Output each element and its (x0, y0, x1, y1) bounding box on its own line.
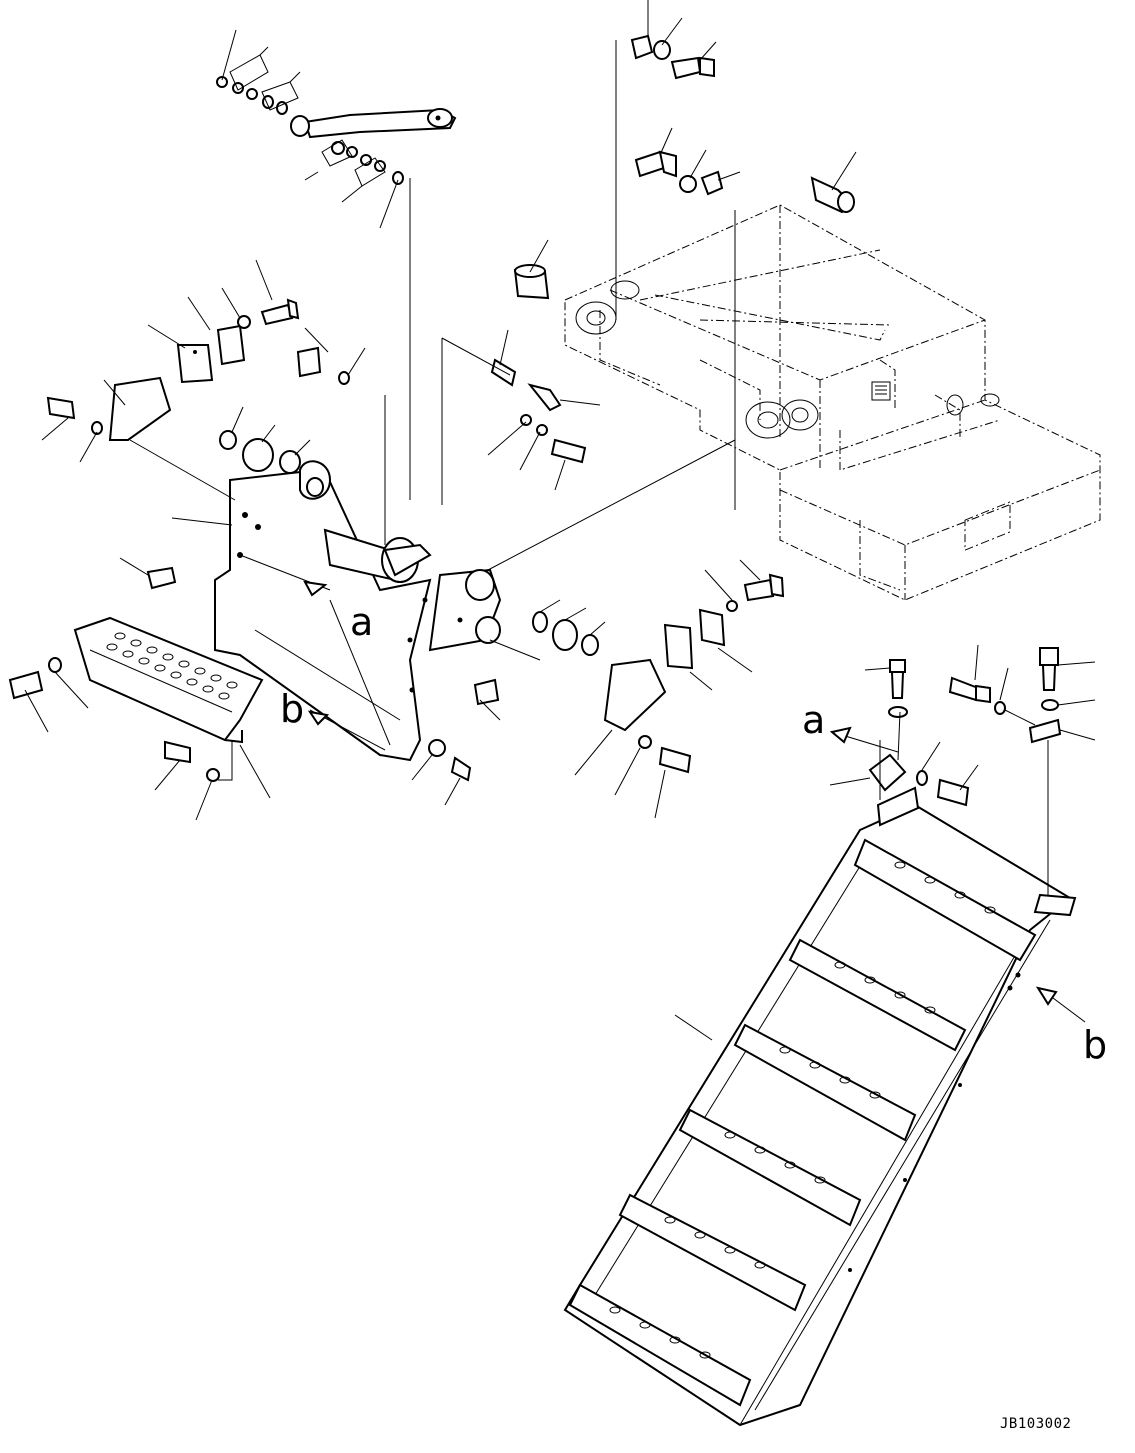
view-label-a-left: a (350, 600, 373, 644)
stair-assembly (563, 786, 1077, 1427)
left-step-holes (106, 632, 238, 700)
stair-holes (609, 861, 996, 1359)
right-bracket-parts (411, 559, 785, 819)
stair-bolts (829, 644, 1096, 1023)
view-label-a-right: a (802, 698, 825, 742)
drawing-code: JB103002 (1000, 1416, 1071, 1432)
top-right-bolts (513, 0, 857, 510)
arrows-left (239, 554, 391, 751)
leader-lines-top (221, 29, 411, 500)
view-label-b-right: b (1083, 1023, 1107, 1067)
center-pins (441, 329, 736, 571)
left-bracket (214, 460, 502, 762)
top-washers (216, 54, 404, 187)
left-upper-parts (41, 259, 386, 590)
left-step (8, 616, 271, 821)
main-frame (564, 204, 1101, 601)
view-label-b-left: b (280, 687, 304, 731)
rod-cylinder (290, 108, 457, 139)
